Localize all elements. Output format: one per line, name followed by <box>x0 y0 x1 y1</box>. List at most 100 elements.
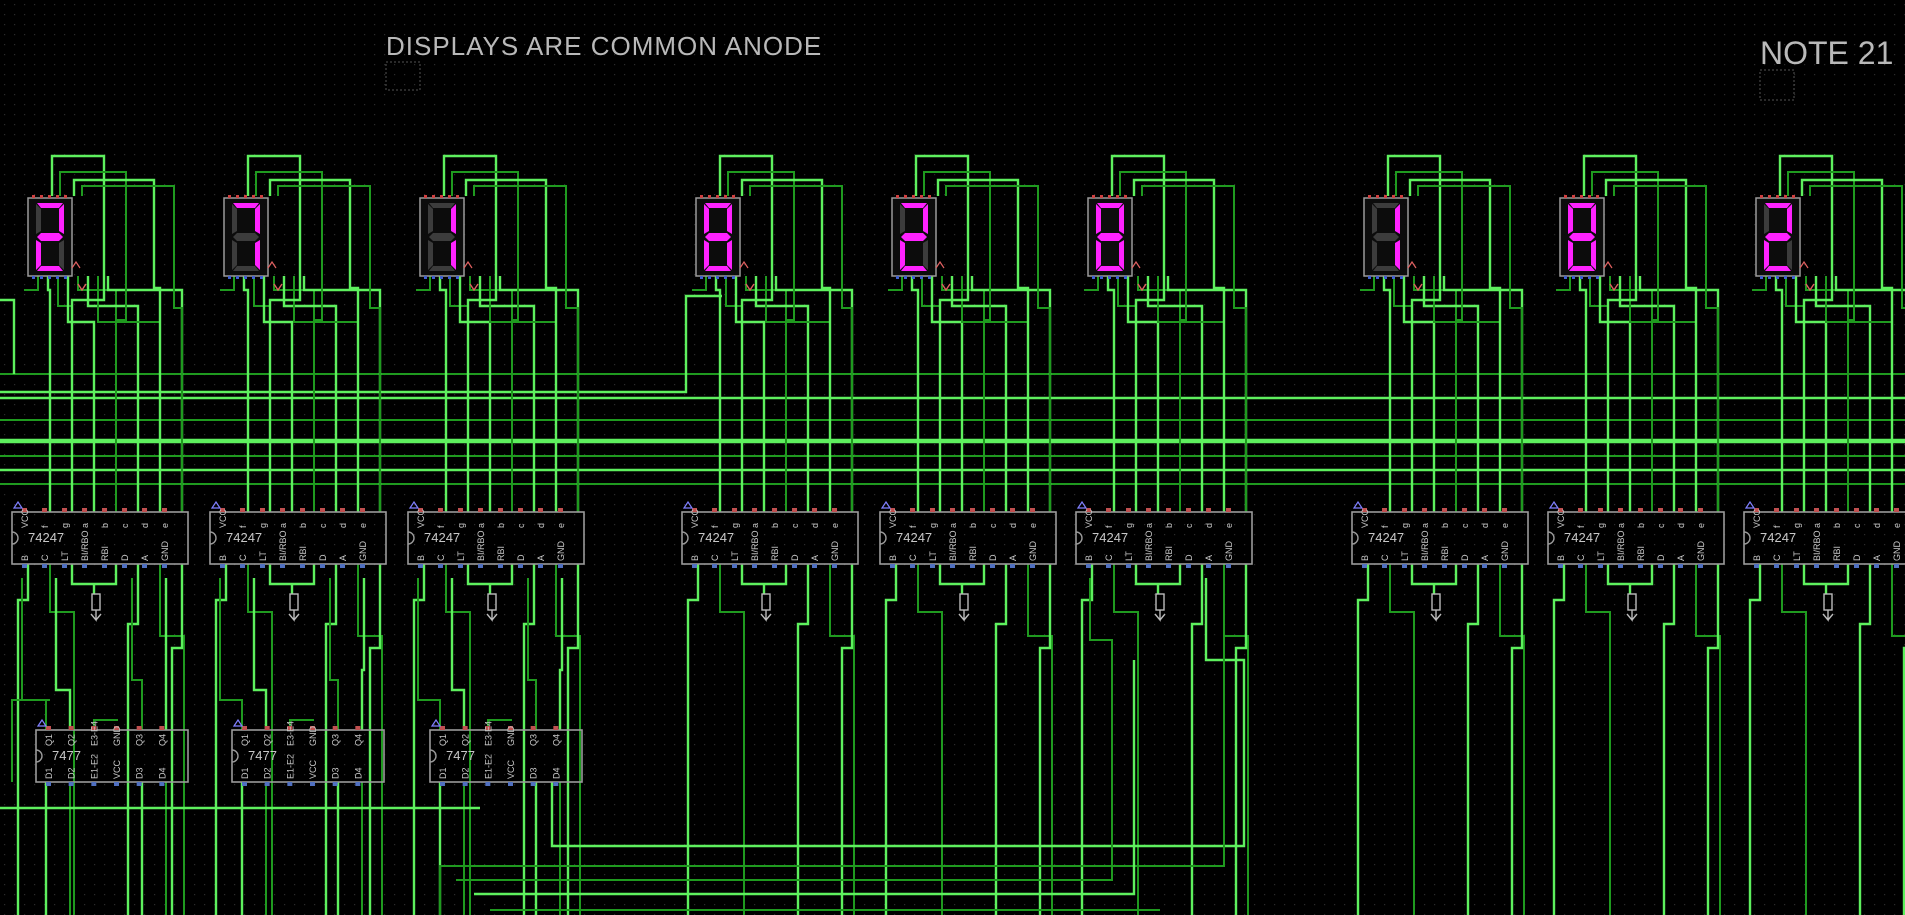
seven-segment-display[interactable] <box>419 195 479 292</box>
wire[interactable] <box>796 564 810 915</box>
chip-pin[interactable] <box>712 564 717 568</box>
wire[interactable] <box>1834 276 1905 512</box>
chip-pin[interactable] <box>772 508 777 512</box>
chip-pin[interactable] <box>1638 564 1643 568</box>
chip-pin[interactable] <box>22 564 27 568</box>
wire[interactable] <box>131 578 143 730</box>
seven-segment-display[interactable] <box>1559 195 1619 292</box>
wire[interactable] <box>930 276 964 512</box>
chip-pin[interactable] <box>46 726 51 730</box>
pulldown-resistor[interactable] <box>958 593 970 622</box>
chip-pin[interactable] <box>1874 564 1879 568</box>
chip-pin[interactable] <box>62 564 67 568</box>
chip-pin[interactable] <box>122 508 127 512</box>
chip-pin[interactable] <box>1854 508 1859 512</box>
chip-pin[interactable] <box>1658 508 1663 512</box>
wire[interactable] <box>1591 171 1659 512</box>
chip-pin[interactable] <box>1382 564 1387 568</box>
wire[interactable] <box>1598 276 1632 512</box>
chip-pin[interactable] <box>530 782 536 786</box>
chip-pin[interactable] <box>264 726 270 730</box>
wire[interactable] <box>1662 564 1676 915</box>
chip-pin[interactable] <box>310 782 315 786</box>
wire[interactable] <box>1141 185 1247 512</box>
chip-pin[interactable] <box>287 726 293 730</box>
pulldown-resistor[interactable] <box>1626 593 1638 622</box>
chip-pin[interactable] <box>890 508 895 512</box>
chip-pin[interactable] <box>310 726 315 730</box>
chip-pin[interactable] <box>485 726 491 730</box>
wire[interactable] <box>950 276 1008 512</box>
wire[interactable] <box>884 564 898 915</box>
wire[interactable] <box>1858 564 1872 915</box>
chip-pin[interactable] <box>68 726 74 730</box>
wire[interactable] <box>1119 171 1187 512</box>
wire[interactable] <box>718 154 774 512</box>
chip-pin[interactable] <box>418 508 423 512</box>
seven-segment-display[interactable] <box>223 195 283 292</box>
wire-layer[interactable] <box>0 154 1905 915</box>
chip-pin[interactable] <box>242 726 247 730</box>
chip-pin[interactable] <box>320 508 325 512</box>
wire[interactable] <box>1618 276 1676 512</box>
chip-pin[interactable] <box>812 508 817 512</box>
chip-pin[interactable] <box>1086 564 1091 568</box>
chip-pin[interactable] <box>1774 564 1779 568</box>
chip-pin[interactable] <box>772 564 777 568</box>
chip-pin[interactable] <box>360 508 365 512</box>
chip-pin[interactable] <box>114 726 119 730</box>
chip-pin[interactable] <box>1894 508 1899 512</box>
chip-pin[interactable] <box>68 782 74 786</box>
wire[interactable] <box>458 276 492 512</box>
chip-pin[interactable] <box>890 564 895 568</box>
wire[interactable] <box>923 171 991 512</box>
pulldown-resistor[interactable] <box>760 593 772 622</box>
chip-pin[interactable] <box>1794 508 1799 512</box>
chip-pin[interactable] <box>1774 508 1779 512</box>
chip-pin[interactable] <box>82 508 87 512</box>
wire[interactable] <box>360 578 366 730</box>
wire[interactable] <box>1787 171 1855 512</box>
chip-pin[interactable] <box>320 564 325 568</box>
chip-pin[interactable] <box>1030 508 1035 512</box>
wire[interactable] <box>1752 276 1767 291</box>
chip-pin[interactable] <box>1814 564 1819 568</box>
wire[interactable] <box>1794 276 1828 512</box>
chip-pin[interactable] <box>300 564 305 568</box>
chip-pin[interactable] <box>1442 508 1447 512</box>
chip-pin[interactable] <box>220 564 225 568</box>
wire[interactable] <box>1132 178 1226 512</box>
chip-pin[interactable] <box>260 564 265 568</box>
chip-pin[interactable] <box>355 726 361 730</box>
chip-pin[interactable] <box>498 508 503 512</box>
wire[interactable] <box>734 276 766 512</box>
chip-pin[interactable] <box>91 726 97 730</box>
chip-pin[interactable] <box>1558 508 1563 512</box>
wire[interactable] <box>1582 154 1638 512</box>
wire[interactable] <box>456 578 1113 881</box>
chip-pin[interactable] <box>220 508 225 512</box>
chip-pin[interactable] <box>355 782 361 786</box>
wire[interactable] <box>11 699 50 782</box>
wire[interactable] <box>24 276 39 291</box>
chip-pin[interactable] <box>553 782 559 786</box>
chip-pin[interactable] <box>1578 508 1583 512</box>
chip-pin[interactable] <box>1638 508 1643 512</box>
chip-pin[interactable] <box>260 508 265 512</box>
chip-pin[interactable] <box>1166 508 1171 512</box>
wire[interactable] <box>1234 564 1248 915</box>
chip-pin[interactable] <box>1206 564 1211 568</box>
chip-pin[interactable] <box>1126 564 1131 568</box>
chip-pin[interactable] <box>1578 564 1583 568</box>
wire[interactable] <box>749 185 853 512</box>
chip-pin[interactable] <box>1754 508 1759 512</box>
chip-pin[interactable] <box>102 508 107 512</box>
wire[interactable] <box>555 564 581 915</box>
chip-pin[interactable] <box>1422 508 1427 512</box>
pulldown-resistor[interactable] <box>1154 593 1166 622</box>
wire[interactable] <box>1395 171 1463 512</box>
wire[interactable] <box>1386 154 1442 512</box>
